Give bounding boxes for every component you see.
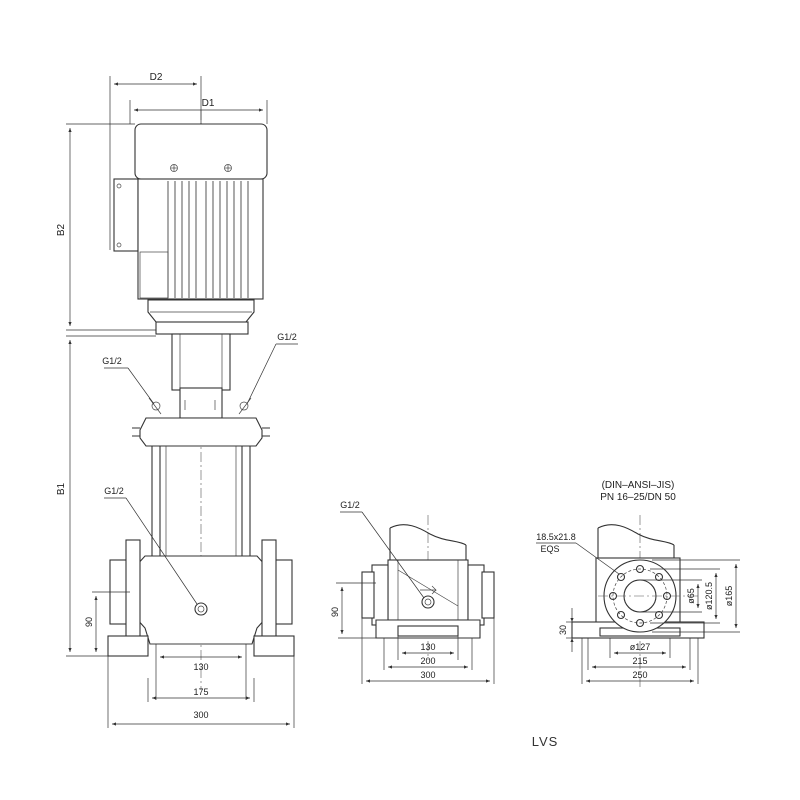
- dimension-130: 130: [193, 662, 208, 672]
- dimension-d1: D1: [202, 98, 215, 109]
- motor-fins: [167, 181, 249, 298]
- dimension-300: 300: [193, 710, 208, 720]
- dimension-250: 250: [632, 670, 647, 680]
- motor-flange: [147, 299, 255, 323]
- flange-standard: (DIN–ANSI–JIS): [602, 480, 675, 491]
- outlet-flange: [273, 559, 293, 625]
- side-port-label: G1/2: [340, 500, 360, 510]
- model-label: LVS: [532, 734, 559, 749]
- side-dimension-300: 300: [420, 670, 435, 680]
- flange-view: (DIN–ANSI–JIS) PN 16–25/DN 50 18.5x21.8 …: [536, 480, 740, 690]
- pump-base: [135, 555, 267, 645]
- side-dimension-200: 200: [420, 656, 435, 666]
- side-dimension-90: 90: [330, 607, 340, 617]
- bolt-circle-diameter: ø120.5: [704, 582, 714, 610]
- dimension-215: 215: [632, 656, 647, 666]
- motor-fan-cover: [134, 123, 268, 180]
- terminal-box: [113, 178, 139, 252]
- port-label-left: G1/2: [102, 356, 122, 366]
- flange-rating: PN 16–25/DN 50: [600, 492, 676, 503]
- flange-outer-diameter: ø165: [724, 586, 734, 607]
- port-label-right: G1/2: [277, 332, 297, 342]
- coupling-housing: [171, 333, 231, 391]
- dimension-b1: B1: [56, 482, 67, 495]
- coupling-guard: [179, 387, 223, 419]
- side-view: 90 130 200 300 G1/2: [330, 500, 495, 684]
- dimension-175: 175: [193, 687, 208, 697]
- pump-head: [139, 417, 263, 447]
- motor-body: [137, 178, 264, 300]
- base-height-30: 30: [558, 625, 568, 635]
- dimension-b2: B2: [56, 223, 67, 236]
- drain-plug: [194, 602, 208, 616]
- bolt-hole-eqs: EQS: [540, 544, 559, 554]
- dimension-d2: D2: [150, 72, 163, 83]
- bolt-hole-size: 18.5x21.8: [536, 532, 576, 542]
- front-view: B2 B1 90 D2 D1 130 175 300: [56, 72, 298, 728]
- dimension-90: 90: [84, 617, 94, 627]
- flange-bolt-holes: [608, 564, 672, 628]
- bore-diameter: ø65: [686, 588, 696, 604]
- side-dimension-130: 130: [420, 642, 435, 652]
- drain-plug-side: [421, 595, 435, 609]
- port-label-drain: G1/2: [104, 486, 124, 496]
- dimension-127: ø127: [630, 642, 651, 652]
